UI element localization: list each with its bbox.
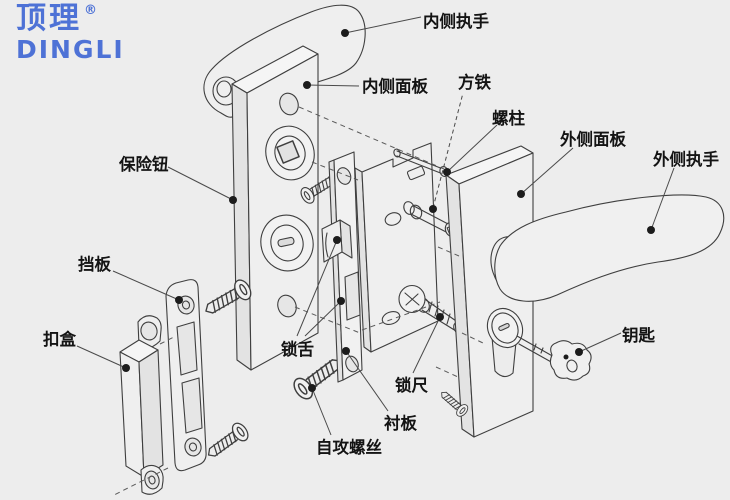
- cylinder-drawing: [486, 307, 524, 378]
- label-strike-box: 扣盒: [43, 329, 77, 349]
- label-outer-panel: 外侧面板: [560, 129, 627, 149]
- outer-handle-drawing: [490, 194, 725, 302]
- lock-body-oval-hole: [384, 212, 402, 226]
- inner-panel-drawing: [231, 45, 319, 371]
- leader-key: [578, 332, 622, 353]
- thumbturn-slot: [277, 236, 295, 248]
- leader-outer-handle: [650, 167, 675, 231]
- label-square-spindle: 方铁: [458, 72, 492, 92]
- registered-mark: ®: [84, 3, 97, 18]
- leader-safety-button: [167, 166, 234, 201]
- panel-screw-bottom: [202, 419, 252, 464]
- lock-body-drawing: [354, 142, 439, 353]
- dot-stud-post: [443, 168, 451, 176]
- leader-inner-handle: [344, 16, 422, 34]
- leader-strike-plate: [112, 270, 180, 301]
- dot-latch-bolt-2: [337, 297, 345, 305]
- outer-panel-drawing: [445, 145, 534, 438]
- dot-outer-handle: [647, 226, 655, 234]
- strike-plate-drawing: [165, 279, 207, 472]
- label-stud-post: 螺柱: [492, 108, 526, 128]
- brand-name-english: DINGLI: [16, 35, 125, 64]
- brand-cn-text: 顶理: [16, 1, 82, 36]
- label-lock-rod: 锁尺: [395, 375, 429, 395]
- label-self-tapping-screw: 自攻螺丝: [316, 437, 382, 457]
- deadbolt-cutout: [344, 271, 361, 321]
- dot-strike-box: [122, 364, 130, 372]
- part-labels: 内侧执手 内侧面板 方铁 螺柱 外侧面板 外侧执手 保险钮 挡板 扣盒 锁舌 锁…: [43, 11, 720, 457]
- inner-panel-bottom-hole: [277, 294, 297, 318]
- dot-strike-plate: [175, 296, 183, 304]
- leader-self-tapping-screw: [311, 387, 332, 436]
- leader-outer-panel: [520, 147, 574, 195]
- callout-dots: [122, 29, 655, 392]
- dot-latch-bolt-1: [333, 236, 341, 244]
- label-inner-handle: 内侧执手: [423, 11, 490, 31]
- brand-name-chinese: 顶理®: [16, 4, 125, 34]
- dot-lining-plate: [342, 347, 350, 355]
- leader-strike-box: [76, 345, 127, 369]
- dot-square-spindle: [429, 205, 437, 213]
- callout-leaders: [76, 16, 675, 436]
- keyhole-slot: [498, 322, 510, 332]
- brand-logo: 顶理® DINGLI: [16, 4, 125, 64]
- leader-lining-plate: [345, 350, 389, 412]
- dot-lock-rod: [436, 313, 444, 321]
- leader-square-spindle: [432, 92, 464, 209]
- dot-self-tapping-screw: [308, 384, 316, 392]
- dot-inner-handle: [341, 29, 349, 37]
- alignment-dashes: [111, 106, 484, 497]
- dot-key: [575, 348, 583, 356]
- inner-panel-top-hole: [279, 92, 299, 116]
- label-safety-button: 保险钮: [118, 154, 169, 174]
- lining-plate-drawing: [321, 151, 363, 383]
- leader-latch-bolt-1: [296, 239, 338, 337]
- label-key: 钥匙: [622, 325, 656, 345]
- label-inner-panel: 内侧面板: [362, 76, 429, 96]
- label-strike-plate: 挡板: [78, 254, 112, 274]
- dot-inner-panel: [303, 81, 311, 89]
- leader-latch-bolt-2: [304, 300, 342, 337]
- label-outer-handle: 外侧执手: [653, 149, 720, 169]
- leader-stud-post: [446, 124, 498, 173]
- spindle-square-hole: [276, 140, 300, 164]
- lock-body-slot: [406, 165, 426, 181]
- dot-outer-panel: [517, 190, 525, 198]
- leader-lock-rod: [412, 316, 441, 374]
- strike-box-drawing: [119, 315, 164, 495]
- label-lining-plate: 衬板: [384, 413, 418, 433]
- leader-inner-panel: [306, 84, 360, 87]
- dot-safety-button: [229, 196, 237, 204]
- label-latch-bolt: 锁舌: [281, 339, 314, 359]
